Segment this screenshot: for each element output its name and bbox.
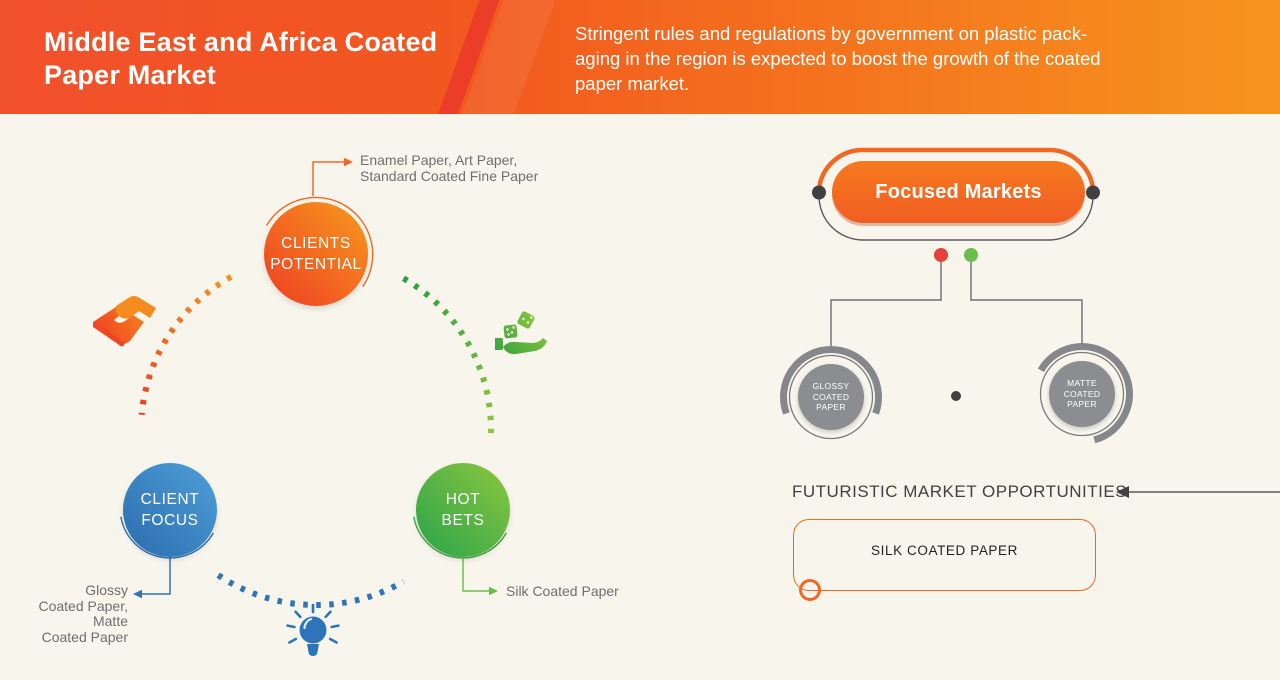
silk-coated-paper-box: SILK COATED PAPER — [793, 519, 1096, 591]
dotted-arc-green — [401, 275, 495, 434]
connector-client-focus — [141, 556, 171, 595]
glossy-thin-ring — [788, 354, 874, 440]
marker-dot-red — [934, 248, 948, 262]
blue-circle-ring — [120, 516, 214, 559]
annotation-clients-potential: Enamel Paper, Art Paper, Standard Coated… — [360, 152, 539, 184]
pill-outline-top — [816, 147, 1096, 190]
annotation-client-focus: Glossy Coated Paper, Matte Coated Paper — [38, 582, 128, 645]
matte-thin-ring — [1039, 351, 1125, 437]
pill-outline-bottom — [818, 195, 1094, 241]
green-circle-ring — [413, 516, 507, 559]
glossy-thick-arc — [780, 346, 882, 415]
lightbulb-icon — [286, 603, 340, 656]
connector-glossy — [830, 262, 942, 348]
node-client-focus: CLIENT FOCUS — [123, 463, 217, 557]
pill-anchor-dot-left — [812, 185, 826, 200]
connector-clients-potential — [312, 161, 345, 196]
dotted-arc-orange — [138, 274, 233, 415]
connector-hot-bets — [462, 556, 490, 592]
opportunities-arrowhead — [1116, 486, 1129, 498]
handshake-icon — [93, 296, 156, 347]
market-circle-matte: MATTE COATED PAPER — [1049, 361, 1115, 427]
page-subtitle: Stringent rules and regulations by gover… — [575, 23, 1101, 94]
annotation-hot-bets: Silk Coated Paper — [506, 583, 619, 599]
center-anchor-dot — [951, 391, 961, 401]
node-clients-potential: CLIENTS POTENTIAL — [264, 202, 368, 306]
node-hot-bets: HOT BETS — [416, 463, 510, 557]
matte-thick-arc — [1037, 343, 1133, 444]
marker-dot-green — [964, 248, 978, 262]
focused-markets-pill: Focused Markets — [832, 161, 1085, 223]
arrowhead-clients-potential — [344, 157, 353, 167]
header-banner: Middle East and Africa Coated Paper Mark… — [0, 0, 1280, 114]
market-circle-glossy: GLOSSY COATED PAPER — [798, 364, 864, 430]
page-title: Middle East and Africa Coated Paper Mark… — [44, 27, 438, 90]
pill-anchor-dot-right — [1086, 185, 1100, 200]
orange-circle-ring — [265, 196, 374, 288]
dotted-arc-blue — [216, 572, 405, 608]
arrowhead-hot-bets — [489, 586, 498, 596]
dice-hand-icon — [495, 311, 547, 355]
arrowhead-client-focus — [133, 589, 142, 599]
connector-matte — [970, 262, 1083, 345]
opportunities-heading: FUTURISTIC MARKET OPPORTUNITIES — [792, 482, 1128, 501]
